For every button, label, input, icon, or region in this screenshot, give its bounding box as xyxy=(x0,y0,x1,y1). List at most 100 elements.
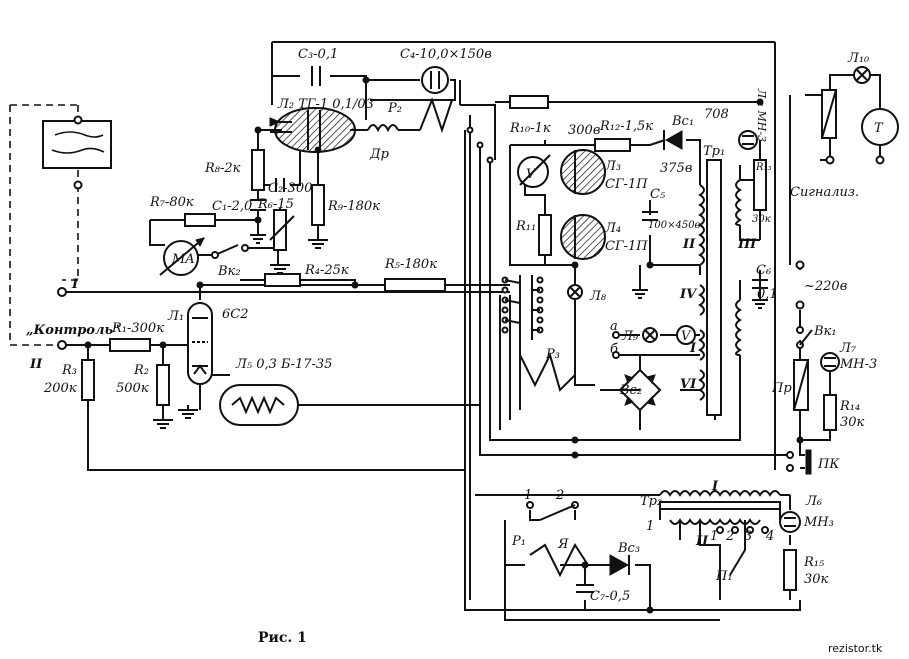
resistor-r3 xyxy=(81,359,95,401)
resistor-r7 xyxy=(184,213,216,227)
resistor-r9 xyxy=(311,184,325,226)
l3-type-label: СГ-1П xyxy=(605,177,648,192)
ya-label: Я xyxy=(557,537,569,552)
vk2-label: Вк₂ xyxy=(217,264,241,279)
r4-label: R₄-25к xyxy=(304,263,349,278)
l1-type-label: 6С2 xyxy=(222,307,249,322)
diode-vc3 xyxy=(609,554,630,576)
tr2-tap-3-label: 3 xyxy=(744,529,752,544)
selector-switch-contacts xyxy=(466,126,544,340)
mains-label: ~220в xyxy=(804,279,847,294)
l10-label: Л₁₀ xyxy=(847,51,870,66)
ground-r9 xyxy=(308,239,328,249)
c4-label: C₄-10,0×150в xyxy=(400,47,492,62)
stabilizer-l3 xyxy=(560,149,606,195)
c3-label: C₃-0,1 xyxy=(298,47,338,62)
winding-1-label: I xyxy=(689,341,697,356)
r3-label: R₃ xyxy=(61,363,77,378)
r1-label: R₁-300к xyxy=(111,321,164,336)
l7-label: Л₇ xyxy=(839,341,857,356)
voltmeter-2 xyxy=(676,325,696,345)
l9-label: Л₉ xyxy=(621,329,639,344)
tr2-side-1-label: 1 xyxy=(646,519,654,534)
voltage-708-label: 708 xyxy=(704,107,729,122)
r15-label: R₁₅ xyxy=(803,555,825,570)
tr2-tap-1-label: 1 xyxy=(710,529,718,544)
terminal-2 xyxy=(57,340,67,350)
ground-r2 xyxy=(153,419,173,429)
pi1-label: П₁ xyxy=(715,569,733,584)
c7-label: C₇-0,5 xyxy=(590,589,630,604)
t-label: T xyxy=(874,121,884,136)
r5-label: R₅-180к xyxy=(384,257,437,272)
wiring xyxy=(66,41,881,621)
c6-value-label: 0,1 xyxy=(757,287,778,302)
ground-l1 xyxy=(178,409,198,419)
figure-caption: Рис. 1 xyxy=(258,630,307,646)
r13-value-label: 30к xyxy=(752,214,771,225)
voltage-300-label: 300в xyxy=(568,123,600,138)
resistor-r15 xyxy=(783,549,797,591)
signal-lamp-l10 xyxy=(853,66,871,84)
tap-switch-pi1 xyxy=(716,526,769,534)
winding-3-label: III xyxy=(737,237,757,252)
l7-type-label: МН-3 xyxy=(839,357,877,372)
r9-label: R₉-180к xyxy=(327,199,380,214)
l4-type-label: СГ-1П xyxy=(605,239,648,254)
resistor-r13 xyxy=(753,159,767,211)
ground-r6 xyxy=(270,264,290,274)
b-label: б xyxy=(610,342,618,357)
junction-dots xyxy=(84,76,804,614)
r2-label: R₂ xyxy=(133,363,149,378)
choke-dr xyxy=(367,124,399,133)
signal-device-t xyxy=(861,108,899,146)
l5-label: Л₅ 0,3 Б-17-35 xyxy=(235,357,332,372)
resistor-r14 xyxy=(823,394,837,431)
tr2-winding-1-label: I xyxy=(711,479,719,494)
sensor-probe xyxy=(9,104,112,346)
voltage-375-label: 375в xyxy=(660,161,692,176)
capacitor-c3 xyxy=(311,66,321,86)
c5-value-label: 100×450в xyxy=(648,220,701,231)
tube-l1-6c2 xyxy=(187,302,213,385)
c6-label: C₆ xyxy=(756,263,771,278)
r7-label: R₇-80к xyxy=(149,195,194,210)
tr1-label: Тр₁ xyxy=(703,144,725,159)
neon-lamp-l6 xyxy=(779,511,801,533)
r8-label: R₈-2к xyxy=(204,161,241,176)
lamp-l9 xyxy=(642,327,658,343)
control-label: „Контроль" xyxy=(26,323,120,338)
vc3-label: Вс₃ xyxy=(617,541,640,556)
c1-label: C₁-2,0 xyxy=(212,199,252,214)
capacitor-c5 xyxy=(642,211,658,221)
r11-label: R₁₁ xyxy=(515,219,536,234)
l2-label: Л₂ ТГ-1 0,1/03 xyxy=(277,97,374,112)
neon-lamp-l7 xyxy=(820,352,840,372)
p2-label: P₂ xyxy=(387,101,402,116)
r15-value-label: 30к xyxy=(804,572,829,587)
relay-p2 xyxy=(419,97,453,134)
l1-label: Л₁ xyxy=(167,309,184,324)
vk1-label: Вк₁ xyxy=(813,324,837,339)
l6-label: Л₆ xyxy=(805,494,822,509)
heater-lamp-l5 xyxy=(219,384,299,426)
tr2-tap-2-label: 2 xyxy=(725,529,734,544)
c5-label: C₅ xyxy=(650,187,666,202)
tr2-tap-4-label: 4 xyxy=(765,529,774,544)
neon-lamp-l11 xyxy=(738,130,758,150)
voltmeter-label: V xyxy=(526,167,537,182)
milliammeter-ma xyxy=(159,237,205,276)
terminal-2-label: II xyxy=(29,357,43,372)
capacitor-c6 xyxy=(752,279,768,309)
resistor-r5 xyxy=(384,278,446,292)
p1-label: P₁ xyxy=(511,534,526,549)
thyratron-l2 xyxy=(269,107,356,153)
r14-value-label: 30к xyxy=(840,415,865,430)
transformer-tr1 xyxy=(698,159,742,416)
a-label: а xyxy=(610,319,618,334)
relay-p3 xyxy=(519,352,576,392)
resistor-r2 xyxy=(156,364,170,406)
resistor-r11 xyxy=(538,214,552,256)
r14-label: R₁₄ xyxy=(839,399,860,414)
